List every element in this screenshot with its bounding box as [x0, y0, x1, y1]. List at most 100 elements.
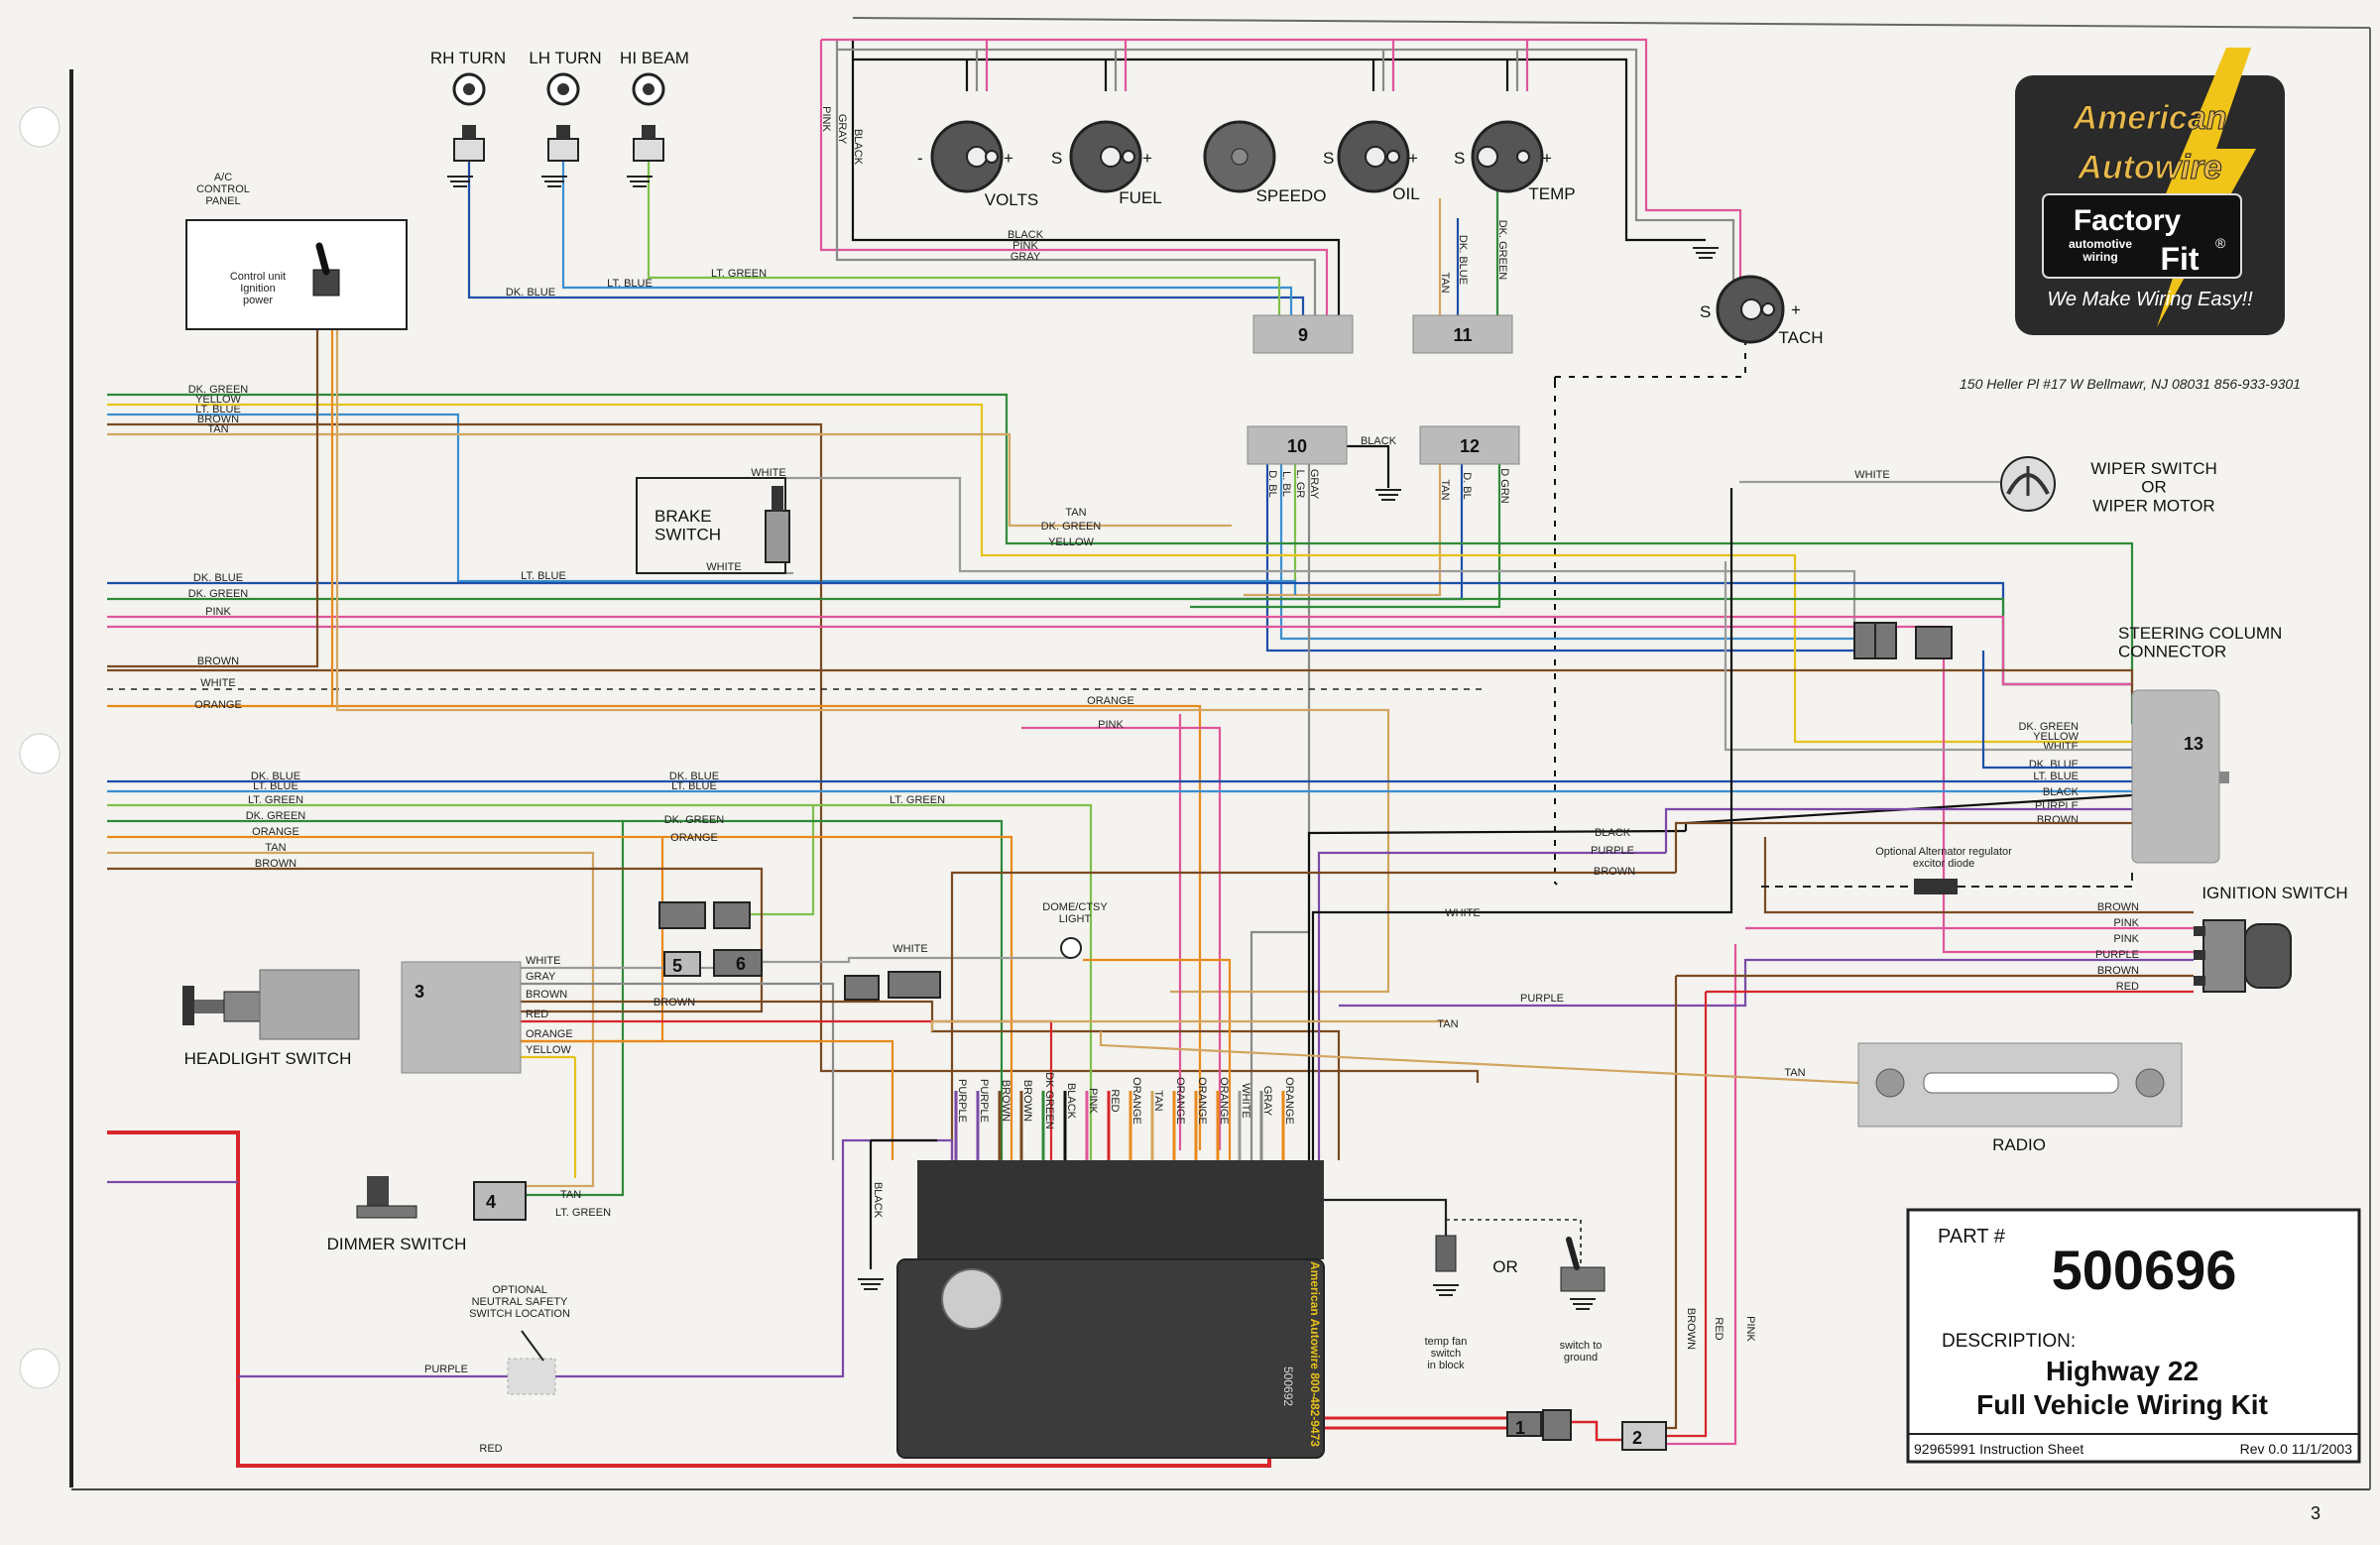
ground-switch-icon [1560, 1266, 1606, 1292]
wire [218, 422, 1480, 1083]
oil-s: S [1323, 149, 1334, 168]
instruction-sheet: 92965991 Instruction Sheet [1914, 1441, 2083, 1457]
wire [335, 297, 1390, 994]
hi-beam-socket-icon [633, 138, 664, 162]
wire-label: BLACK [852, 129, 864, 166]
connector-10-label: 10 [1287, 436, 1307, 456]
connector-12: 12 [1419, 425, 1520, 465]
wire-label: BLACK [1361, 435, 1397, 447]
wire [218, 432, 1232, 528]
tach-terminal [1740, 298, 1762, 320]
connector-2-label: 2 [1632, 1428, 1642, 1448]
connector-10: 10 [1247, 425, 1348, 465]
oil-plus: + [1408, 149, 1418, 168]
oil-label: OIL [1392, 184, 1419, 203]
logo-factory: Factory [2074, 204, 2182, 237]
wire-label: D. BL [1266, 470, 1278, 498]
wire [1666, 976, 1678, 1430]
wire [218, 403, 2132, 744]
wire-label: WHITE [2044, 741, 2079, 753]
wire [1666, 992, 1708, 1438]
wire-label: WHITE [1854, 469, 1889, 481]
connector-11-block [1412, 314, 1513, 354]
wire-label: TAN [1784, 1067, 1805, 1079]
wire [107, 1130, 1271, 1468]
wire [762, 956, 1071, 964]
wire [1446, 1219, 1582, 1267]
connector-9-block [1252, 314, 1354, 354]
logo-fit: Fit [2160, 241, 2199, 277]
wire-label: WHITE [706, 561, 741, 573]
radio-label: RADIO [1992, 1135, 2046, 1154]
lh-turn-socket-icon [547, 138, 579, 162]
wire [521, 982, 835, 1160]
neutral-arrow [521, 1330, 544, 1362]
fuse-block-body [896, 1258, 1325, 1459]
wire-label: BROWN [2037, 814, 2079, 826]
fuel-plus: + [1142, 149, 1152, 168]
wire [1763, 837, 2194, 914]
connector-5-6: 5 6 [658, 901, 941, 1001]
wire-label: D GRN [1498, 468, 1510, 504]
wire-label: DK. BLUE [251, 771, 300, 782]
wire-label: D. BL [1461, 472, 1473, 500]
wire-label: BLACK [1595, 827, 1631, 839]
wire-label: DK. BLUE [506, 287, 555, 298]
headlight-knob-icon [182, 986, 194, 1025]
wire-label: GRAY [836, 114, 848, 145]
wire-label: PURPLE [956, 1079, 968, 1123]
ignition-label: IGNITION SWITCH [2202, 884, 2347, 902]
brake-switch-icon [765, 510, 790, 563]
wire-label: ORANGE [1283, 1077, 1295, 1125]
logo-factory-fit-badge [2042, 193, 2242, 279]
fuse-block-top-row [917, 1160, 1324, 1259]
connector-10-block [1247, 425, 1348, 465]
top-border [852, 17, 2371, 29]
wire [853, 58, 1706, 242]
connector-1: 1 [1506, 1409, 1572, 1441]
wire-label: PURPLE [978, 1079, 990, 1123]
headlight-label: HEADLIGHT SWITCH [184, 1049, 352, 1068]
wire [623, 819, 1004, 1160]
connector-13-tab [2219, 772, 2229, 783]
wire-label: DK. GREEN [188, 384, 249, 396]
wire-label: PINK [1744, 1316, 1756, 1342]
wire [1347, 444, 1390, 488]
plug-right-upper [713, 901, 751, 929]
connector-3: 3 [401, 961, 522, 1074]
connector-9-label: 9 [1298, 325, 1308, 345]
dome-light-bulb-icon [1060, 937, 1082, 959]
fuse-block-brand: American Autowire 800-482-9473 [1308, 1261, 1322, 1447]
fuse-block-flasher-icon [941, 1268, 1003, 1330]
connector-6-label: 6 [736, 954, 746, 974]
wire-label: BLACK [872, 1182, 884, 1219]
description-line1: Highway 22 [2046, 1356, 2199, 1386]
wire-label: DK. GREEN [1041, 521, 1102, 533]
ac-panel-box [185, 219, 408, 330]
description-label: DESCRIPTION: [1942, 1331, 2076, 1352]
wire [785, 476, 1856, 623]
wire [218, 413, 1297, 595]
wire-label: PURPLE [2035, 800, 2079, 812]
hi-beam-socket-top [642, 125, 655, 139]
connector-4-label: 4 [486, 1192, 496, 1212]
part-number: 500696 [2052, 1239, 2237, 1301]
wire-label: YELLOW [195, 394, 241, 406]
wire-label: PINK [820, 106, 832, 132]
wire-label: PURPLE [424, 1364, 468, 1375]
ignition-terminal [2194, 926, 2205, 936]
wire-label: PINK [2113, 933, 2139, 945]
wire-label: BLACK [2043, 786, 2080, 798]
dimmer-switch: DIMMER SWITCH [327, 1176, 466, 1253]
